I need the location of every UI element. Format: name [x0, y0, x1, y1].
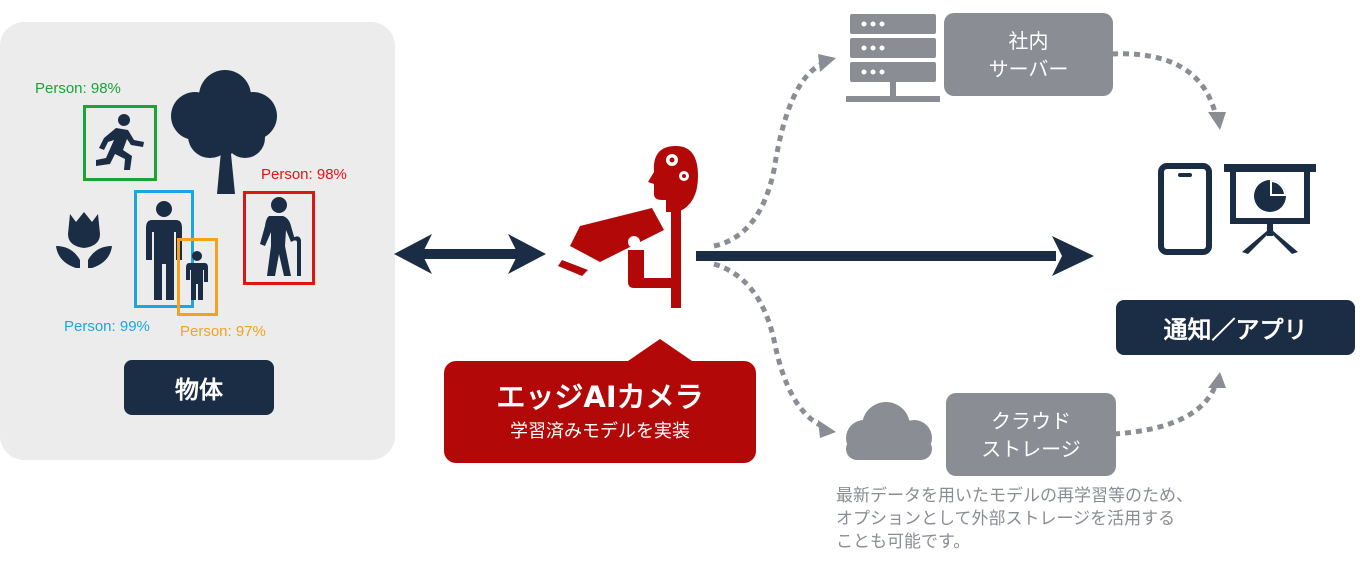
tree-icon — [171, 70, 277, 194]
elderly-person-icon — [260, 197, 301, 276]
note-text: 最新データを用いたモデルの再学習等のため、 オプションとして外部ストレージを活用… — [836, 485, 1316, 554]
callout-pointer — [625, 339, 695, 363]
note-line-2: オプションとして外部ストレージを活用する — [836, 509, 1176, 529]
presentation-icon — [1224, 164, 1316, 254]
note-line-3: ことも可能です。 — [836, 532, 971, 552]
detection-box-running — [83, 105, 157, 181]
main-arrow — [696, 236, 1094, 276]
detection-label-child: Person: 97% — [180, 323, 266, 340]
running-person-icon — [96, 114, 144, 170]
dotted-arrows — [713, 51, 1226, 438]
cloud-label-line-1: クラウド — [991, 408, 1071, 433]
cloud-label-line-2: ストレージ — [981, 436, 1081, 461]
child-person-icon — [186, 251, 208, 300]
camera-label: エッジAIカメラ 学習済みモデルを実装 — [444, 361, 756, 463]
detection-label-elderly: Person: 98% — [261, 166, 347, 183]
adult-person-icon — [146, 201, 182, 300]
server-label-line-1: 社内 — [1008, 28, 1049, 53]
detection-box-child — [177, 238, 218, 316]
output-label: 通知／アプリ — [1116, 300, 1355, 355]
server-label: 社内 サーバー — [944, 13, 1113, 96]
detection-box-adult — [134, 190, 194, 308]
detection-label-running: Person: 98% — [35, 80, 121, 97]
server-label-line-2: サーバー — [988, 56, 1069, 81]
objects-label: 物体 — [124, 360, 274, 415]
ai-camera-icon — [558, 146, 698, 308]
note-line-1: 最新データを用いたモデルの再学習等のため、 — [836, 486, 1193, 506]
dotted-arrow-cloud-to-output — [1113, 383, 1219, 437]
detection-label-adult: Person: 99% — [64, 318, 150, 335]
tulip-icon — [56, 212, 112, 268]
cloud-label: クラウド ストレージ — [946, 393, 1116, 476]
dotted-arrow-server-to-output — [1111, 51, 1219, 117]
camera-subtitle: 学習済みモデルを実装 — [510, 421, 690, 442]
detection-box-elderly — [243, 191, 315, 285]
camera-title: エッジAIカメラ — [496, 380, 704, 414]
smartphone-icon — [1158, 163, 1212, 255]
bidirectional-arrow — [394, 234, 546, 274]
dotted-arrow-to-cloud — [713, 261, 824, 429]
cloud-icon — [846, 402, 932, 460]
dotted-arrow-to-server — [713, 61, 824, 249]
server-icon — [846, 14, 940, 102]
